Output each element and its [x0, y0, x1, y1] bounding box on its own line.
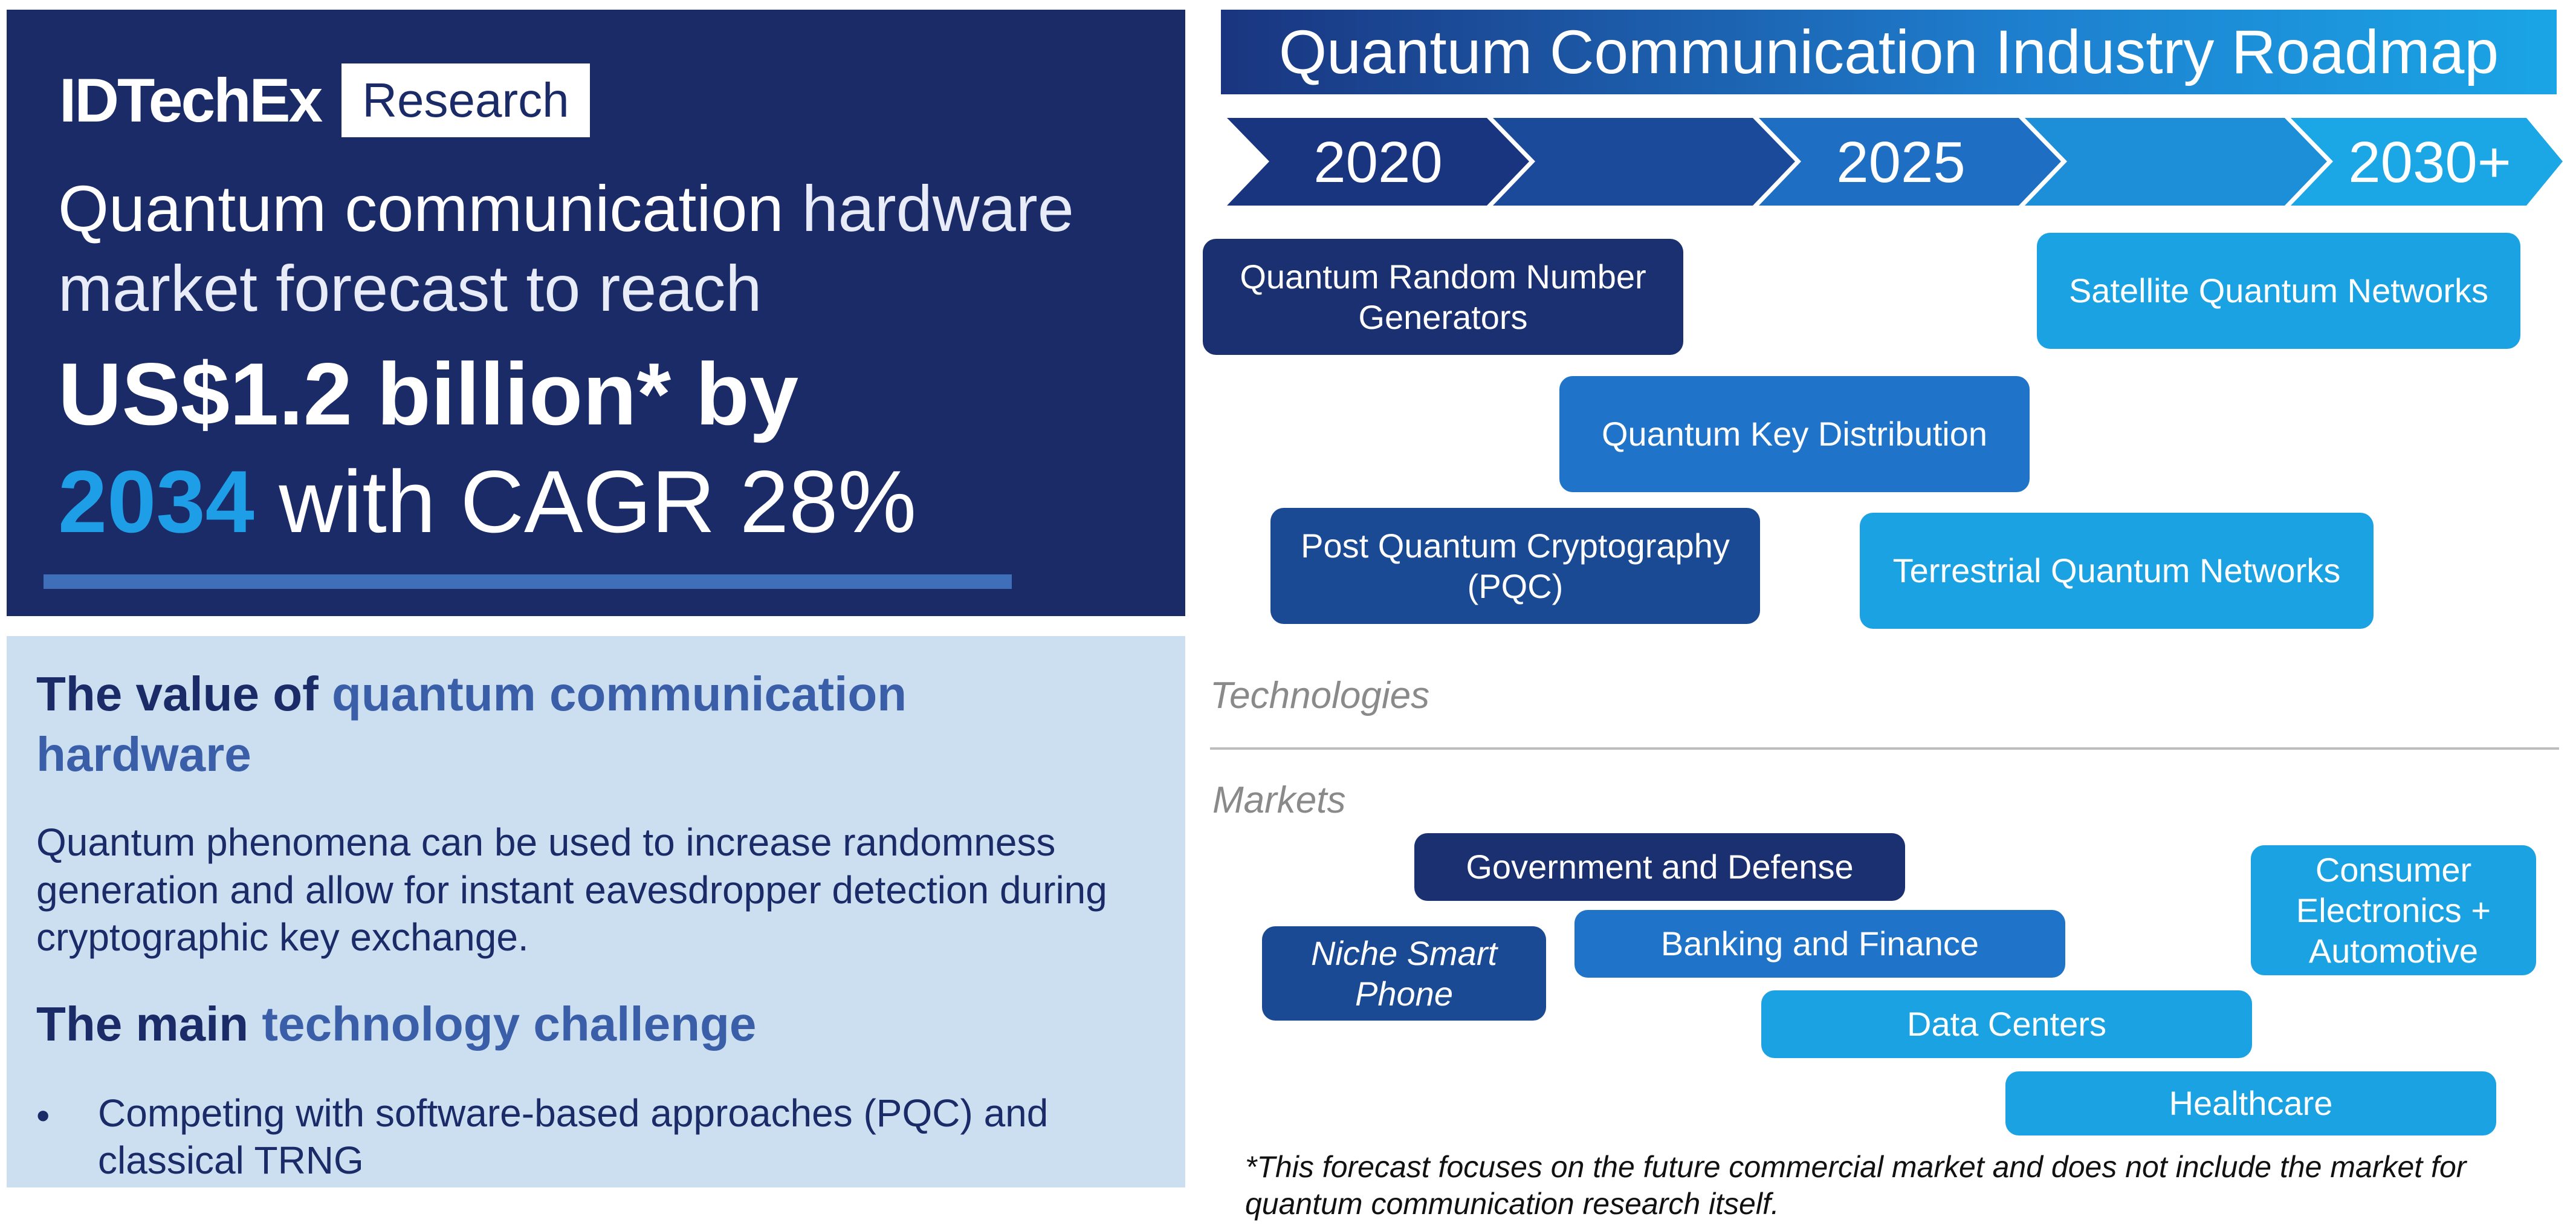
market-banking: Banking and Finance — [1574, 910, 2065, 978]
section-divider — [1210, 747, 2559, 750]
bullet-icon: • — [36, 1094, 50, 1137]
timeline-label-2020: 2020 — [1313, 130, 1443, 195]
hero-panel — [7, 10, 1185, 616]
timeline-chevrons: 2020 2025 2030+ — [1227, 118, 2563, 206]
chevron-2025 — [1759, 118, 2061, 206]
headline-year: 2034 — [58, 452, 254, 551]
headline-year-cagr: 2034 with CAGR 28% — [58, 453, 916, 551]
value-heading: The value of quantum communication — [36, 664, 907, 724]
chevron-2020 — [1227, 118, 1529, 206]
tech-qkd: Quantum Key Distribution — [1559, 376, 2030, 492]
logo-research-box: Research — [341, 63, 590, 137]
tech-qrng: Quantum Random Number Generators — [1203, 239, 1683, 355]
market-datacenters: Data Centers — [1761, 990, 2252, 1058]
value-heading-line-2: hardware — [36, 727, 251, 781]
idtechex-logo: IDTechEx Research — [59, 60, 590, 140]
market-government: Government and Defense — [1414, 833, 1905, 901]
headline-light: hardware — [783, 172, 1074, 245]
roadmap-title: Quantum Communication Industry Roadmap — [1221, 10, 2557, 94]
headline-value: US$1.2 billion* by — [58, 345, 799, 443]
challenge-heading-plain: The main — [36, 997, 262, 1051]
value-heading-plain: The value of — [36, 667, 332, 721]
tech-pqc: Post Quantum Cryptography (PQC) — [1270, 508, 1760, 624]
markets-label: Markets — [1212, 779, 1346, 821]
chevron-2020-2025 — [1493, 118, 1795, 206]
logo-brand: IDTechEx — [59, 66, 323, 135]
chevron-2030 — [2291, 118, 2563, 206]
market-niche-smartphone: Niche Smart Phone — [1262, 926, 1546, 1021]
headline-line-2: market forecast to reach — [58, 252, 762, 325]
tech-terrestrial: Terrestrial Quantum Networks — [1860, 513, 2374, 629]
footnote: *This forecast focuses on the future com… — [1245, 1150, 2467, 1221]
challenge-heading-accent: technology challenge — [262, 997, 757, 1051]
headline-line-1: Quantum communication hardware — [58, 169, 1074, 248]
market-consumer: Consumer Electronics + Automotive — [2251, 845, 2536, 975]
tech-satellite: Satellite Quantum Networks — [2037, 233, 2520, 349]
headline-strong: Quantum communication — [58, 172, 784, 245]
challenge-bullet: Competing with software-based approaches… — [98, 1091, 1049, 1183]
timeline-label-2025: 2025 — [1836, 130, 1966, 195]
chevron-2025-2030 — [2025, 118, 2327, 206]
market-healthcare: Healthcare — [2005, 1071, 2496, 1135]
technologies-label: Technologies — [1210, 675, 1430, 716]
hero-accent-bar — [44, 574, 1012, 589]
headline-cagr: with CAGR 28% — [254, 452, 917, 551]
info-panel — [7, 636, 1185, 1187]
value-heading-accent: quantum communication — [331, 667, 907, 721]
timeline-label-2030: 2030+ — [2348, 130, 2511, 195]
challenge-heading: The main technology challenge — [36, 994, 756, 1054]
value-paragraph: Quantum phenomena can be used to increas… — [36, 820, 1107, 960]
